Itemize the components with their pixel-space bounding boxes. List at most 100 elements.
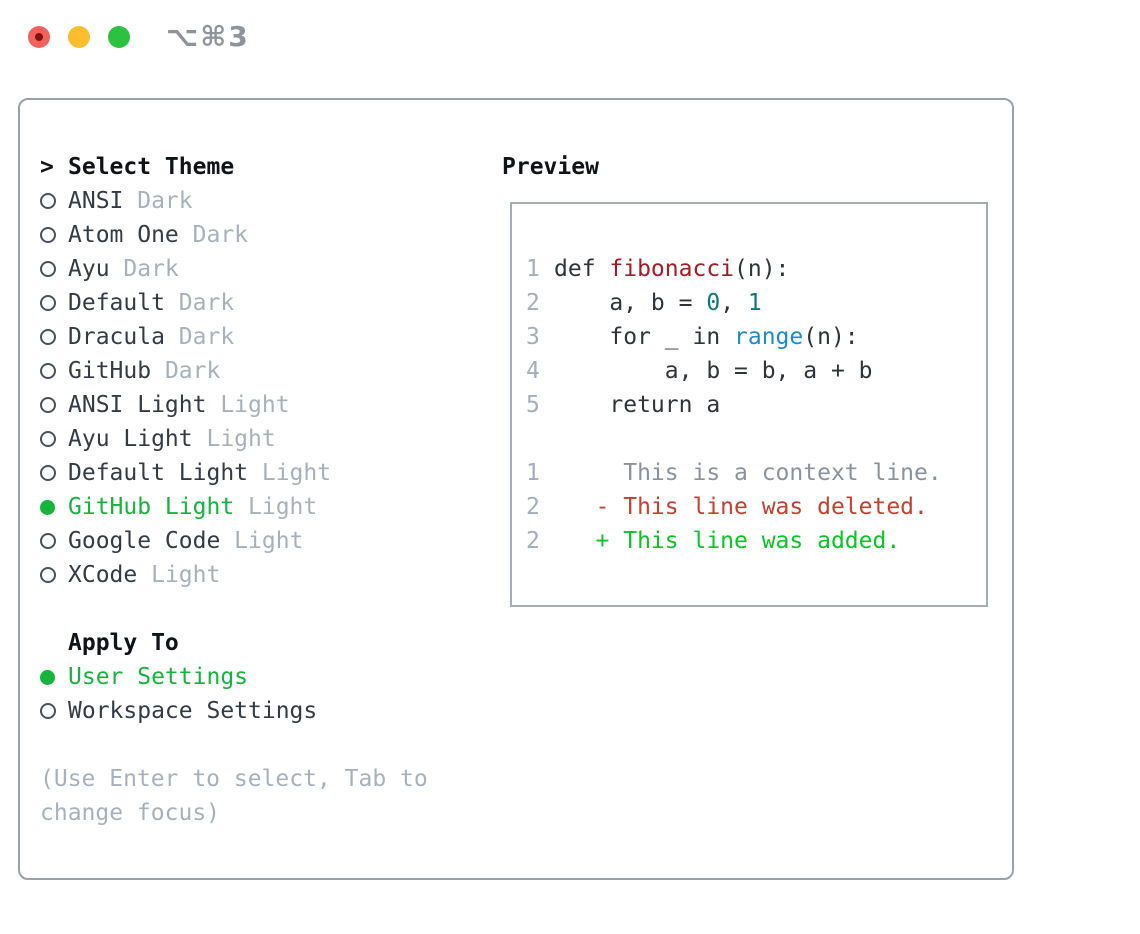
line-number: 3 [526, 324, 540, 350]
radio-unselected-icon [40, 533, 56, 549]
radio-unselected-icon [40, 193, 68, 209]
code-segment-code: a, b = b, a + b [554, 358, 873, 384]
code-text: This is a context line. [554, 456, 942, 490]
option-label: Workspace Settings [68, 698, 318, 724]
code-text: for _ in range(n): [554, 320, 858, 354]
theme-option[interactable]: Google Code Light [40, 524, 490, 558]
preview-line [512, 422, 986, 456]
keyboard-hint: (Use Enter to select, Tab to change focu… [40, 766, 428, 826]
option-variant-label: Dark [178, 222, 249, 248]
radio-unselected-icon [40, 465, 68, 481]
theme-option[interactable]: ANSI Dark [40, 184, 490, 218]
radio-unselected-icon [40, 533, 68, 549]
radio-unselected-icon [40, 465, 56, 481]
option-label: Dracula [68, 324, 165, 350]
code-segment-code: def [554, 256, 610, 282]
code-segment-code: , [720, 290, 748, 316]
radio-unselected-icon [40, 295, 68, 311]
code-segment-func: fibonacci [609, 256, 735, 282]
option-label: GitHub Light [68, 494, 235, 520]
option-label: Default [68, 290, 165, 316]
radio-unselected-icon [40, 329, 56, 345]
option-variant-label: Light [206, 392, 290, 418]
option-variant-label: Dark [151, 358, 221, 384]
code-text: + This line was added. [554, 524, 901, 558]
theme-option[interactable]: Ayu Light Light [40, 422, 490, 456]
radio-unselected-icon [40, 567, 68, 583]
preview-header: Preview [502, 154, 599, 180]
apply-target-option[interactable]: User Settings [40, 660, 490, 694]
titlebar: ⌥⌘3 [0, 0, 1140, 75]
apply-to-header: Apply To [68, 630, 179, 656]
preview-line: 4 a, b = b, a + b [512, 354, 986, 388]
theme-option[interactable]: Default Light Light [40, 456, 490, 490]
theme-option[interactable]: Atom One Dark [40, 218, 490, 252]
code-text: a, b = b, a + b [554, 354, 873, 388]
preview-line: 1 This is a context line. [512, 456, 986, 490]
prompt-icon: > [40, 154, 54, 180]
theme-option[interactable]: Default Dark [40, 286, 490, 320]
window-title: ⌥⌘3 [166, 20, 250, 53]
preview-line: 5 return a [512, 388, 986, 422]
radio-unselected-icon [40, 431, 56, 447]
option-label: Ayu [68, 256, 110, 282]
option-label: Ayu Light [68, 426, 193, 452]
preview-line: 2 a, b = 0, 1 [512, 286, 986, 320]
code-segment-code: a, b = [554, 290, 707, 316]
code-segment-deleted: - This line was deleted. [554, 494, 928, 520]
option-label: GitHub [68, 358, 152, 384]
spacer [40, 728, 490, 762]
code-segment-context: This is a context line. [554, 460, 942, 486]
option-variant-label: Dark [123, 188, 193, 214]
preview-line: 2 - This line was deleted. [512, 490, 986, 524]
code-segment-code: for _ in [554, 324, 735, 350]
preview-line: 1 def fibonacci(n): [512, 252, 986, 286]
theme-option[interactable]: ANSI Light Light [40, 388, 490, 422]
code-segment-code: (n): [734, 256, 790, 282]
code-text: - This line was deleted. [554, 490, 928, 524]
radio-unselected-icon [40, 261, 68, 277]
zoom-button[interactable] [108, 26, 130, 48]
theme-option[interactable]: Dracula Dark [40, 320, 490, 354]
option-variant-label: Light [248, 460, 332, 486]
theme-option[interactable]: Ayu Dark [40, 252, 490, 286]
minimize-button[interactable] [68, 26, 90, 48]
option-variant-label: Light [220, 528, 304, 554]
radio-unselected-icon [40, 431, 68, 447]
radio-unselected-icon [40, 703, 56, 719]
radio-unselected-icon [40, 363, 56, 379]
radio-selected-icon [40, 499, 55, 515]
close-button[interactable] [28, 26, 50, 48]
code-segment-added: + This line was added. [554, 528, 901, 554]
option-variant-label: Light [137, 562, 221, 588]
radio-unselected-icon [40, 363, 68, 379]
radio-unselected-icon [40, 329, 68, 345]
line-number: 5 [526, 392, 540, 418]
code-segment-code: return a [554, 392, 721, 418]
radio-selected-icon [40, 669, 68, 685]
apply-to-header-row: Apply To [40, 626, 490, 660]
code-segment-builtin: range [734, 324, 804, 350]
code-text: def fibonacci(n): [554, 252, 789, 286]
select-theme-header: Select Theme [68, 154, 235, 180]
line-number: 4 [526, 358, 540, 384]
theme-option[interactable]: GitHub Dark [40, 354, 490, 388]
apply-target-option[interactable]: Workspace Settings [40, 694, 490, 728]
option-variant-label: Light [234, 494, 318, 520]
line-number: 1 [526, 256, 540, 282]
option-label: Google Code [68, 528, 221, 554]
radio-unselected-icon [40, 227, 56, 243]
option-label: ANSI [68, 188, 124, 214]
line-number: 1 [526, 460, 540, 486]
spacer [40, 592, 490, 626]
theme-option[interactable]: GitHub Light Light [40, 490, 490, 524]
option-label: XCode [68, 562, 138, 588]
radio-unselected-icon [40, 261, 56, 277]
code-text: return a [554, 388, 720, 422]
line-number: 2 [526, 290, 540, 316]
code-text: a, b = 0, 1 [554, 286, 761, 320]
theme-option[interactable]: XCode Light [40, 558, 490, 592]
